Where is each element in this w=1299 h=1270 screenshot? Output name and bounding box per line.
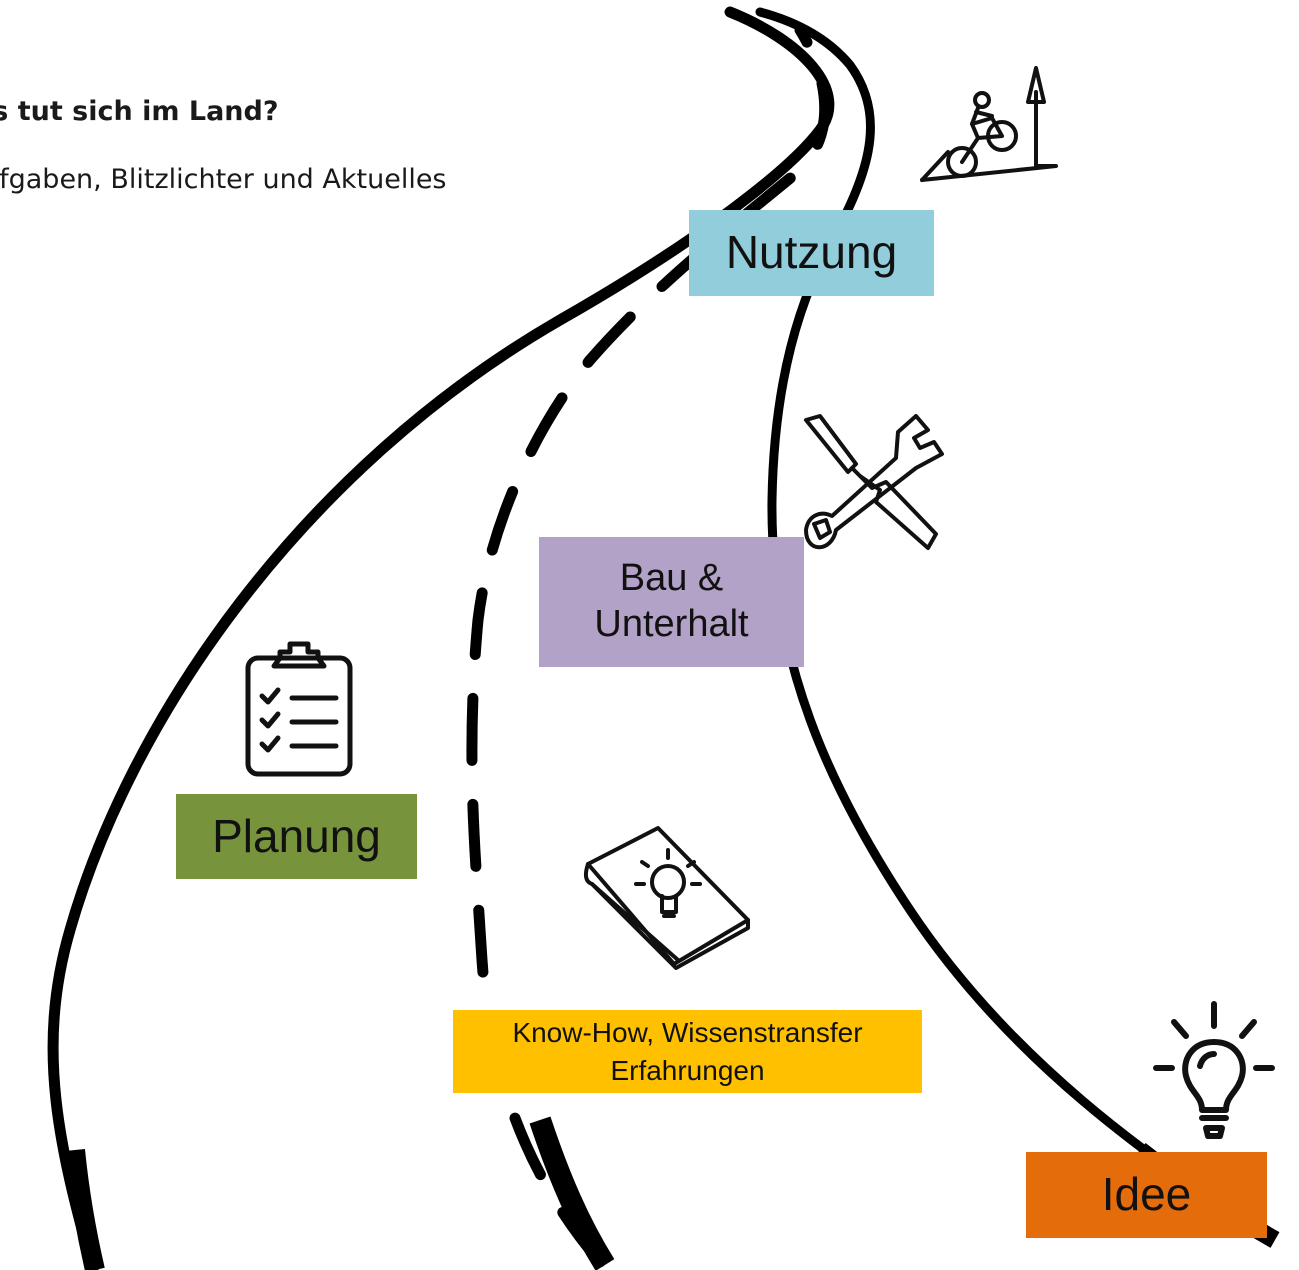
stage-know-label: Know-How, Wissenstransfer Erfahrungen — [512, 1016, 863, 1086]
stage-planung: Planung — [176, 794, 417, 879]
clipboard-checklist-icon — [244, 640, 354, 778]
page-title: as tut sich im Land? — [0, 96, 279, 127]
page-subtitle: ufgaben, Blitzlichter und Aktuelles — [0, 164, 447, 195]
stage-bau-label: Bau & Unterhalt — [594, 557, 749, 645]
stage-nutzung-label: Nutzung — [725, 226, 898, 279]
lightbulb-icon — [1152, 1000, 1276, 1140]
tools-icon — [796, 412, 944, 554]
stage-nutzung: Nutzung — [689, 210, 934, 296]
stage-planung-label: Planung — [212, 809, 381, 862]
road-left-bottom — [65, 1149, 105, 1270]
idea-book-icon — [582, 824, 754, 972]
road-center-bottom — [529, 1116, 615, 1270]
cyclist-uphill-icon — [918, 62, 1060, 188]
stage-bau-unterhalt: Bau & Unterhalt — [539, 537, 804, 667]
road-right-edge — [755, 7, 1275, 1240]
stage-idee: Idee — [1026, 1152, 1267, 1238]
stage-know-how: Know-How, Wissenstransfer Erfahrungen — [453, 1010, 922, 1093]
stage-idee-label: Idee — [1101, 1168, 1192, 1221]
